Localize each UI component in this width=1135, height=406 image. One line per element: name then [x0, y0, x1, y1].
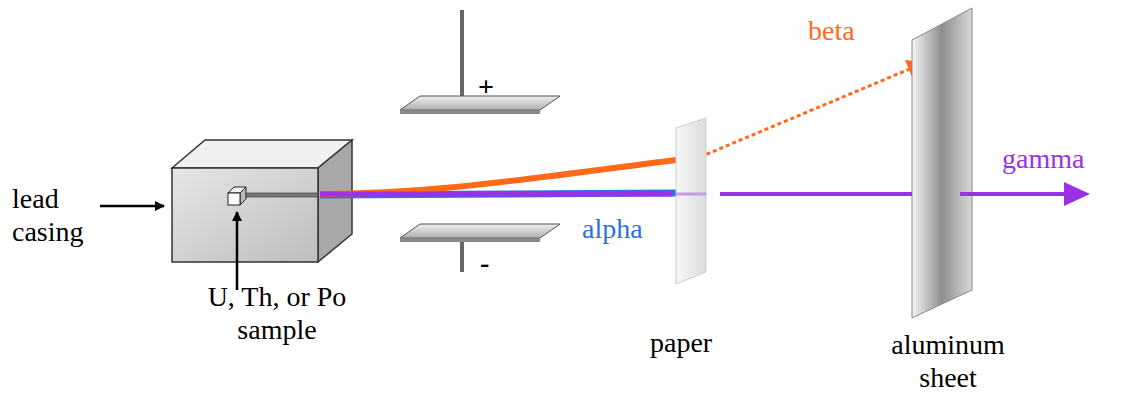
- gamma-through: [676, 193, 706, 196]
- part-label: U, Th, or Po sample: [182, 280, 372, 346]
- part-label: aluminum sheet: [868, 328, 1028, 394]
- radiation-beams: [320, 60, 926, 203]
- charged-plates: [400, 10, 560, 272]
- pointer-arrow: [100, 205, 164, 208]
- gamma-beam: [960, 192, 1068, 196]
- polarity-sign: -: [480, 246, 489, 279]
- beam-label: gamma: [1002, 142, 1084, 175]
- polarity-sign: +: [478, 70, 494, 103]
- beam-label: alpha: [582, 212, 643, 245]
- pointer-arrow: [236, 212, 239, 290]
- part-label: paper: [650, 326, 712, 359]
- gamma-beam: [720, 192, 912, 196]
- beam-label: beta: [808, 14, 855, 47]
- paper-sheet: [676, 118, 706, 284]
- lead-casing: [172, 140, 352, 262]
- gamma-arrowhead: [1064, 182, 1090, 206]
- part-label: lead casing: [12, 182, 107, 248]
- aluminum-sheet: [912, 8, 972, 318]
